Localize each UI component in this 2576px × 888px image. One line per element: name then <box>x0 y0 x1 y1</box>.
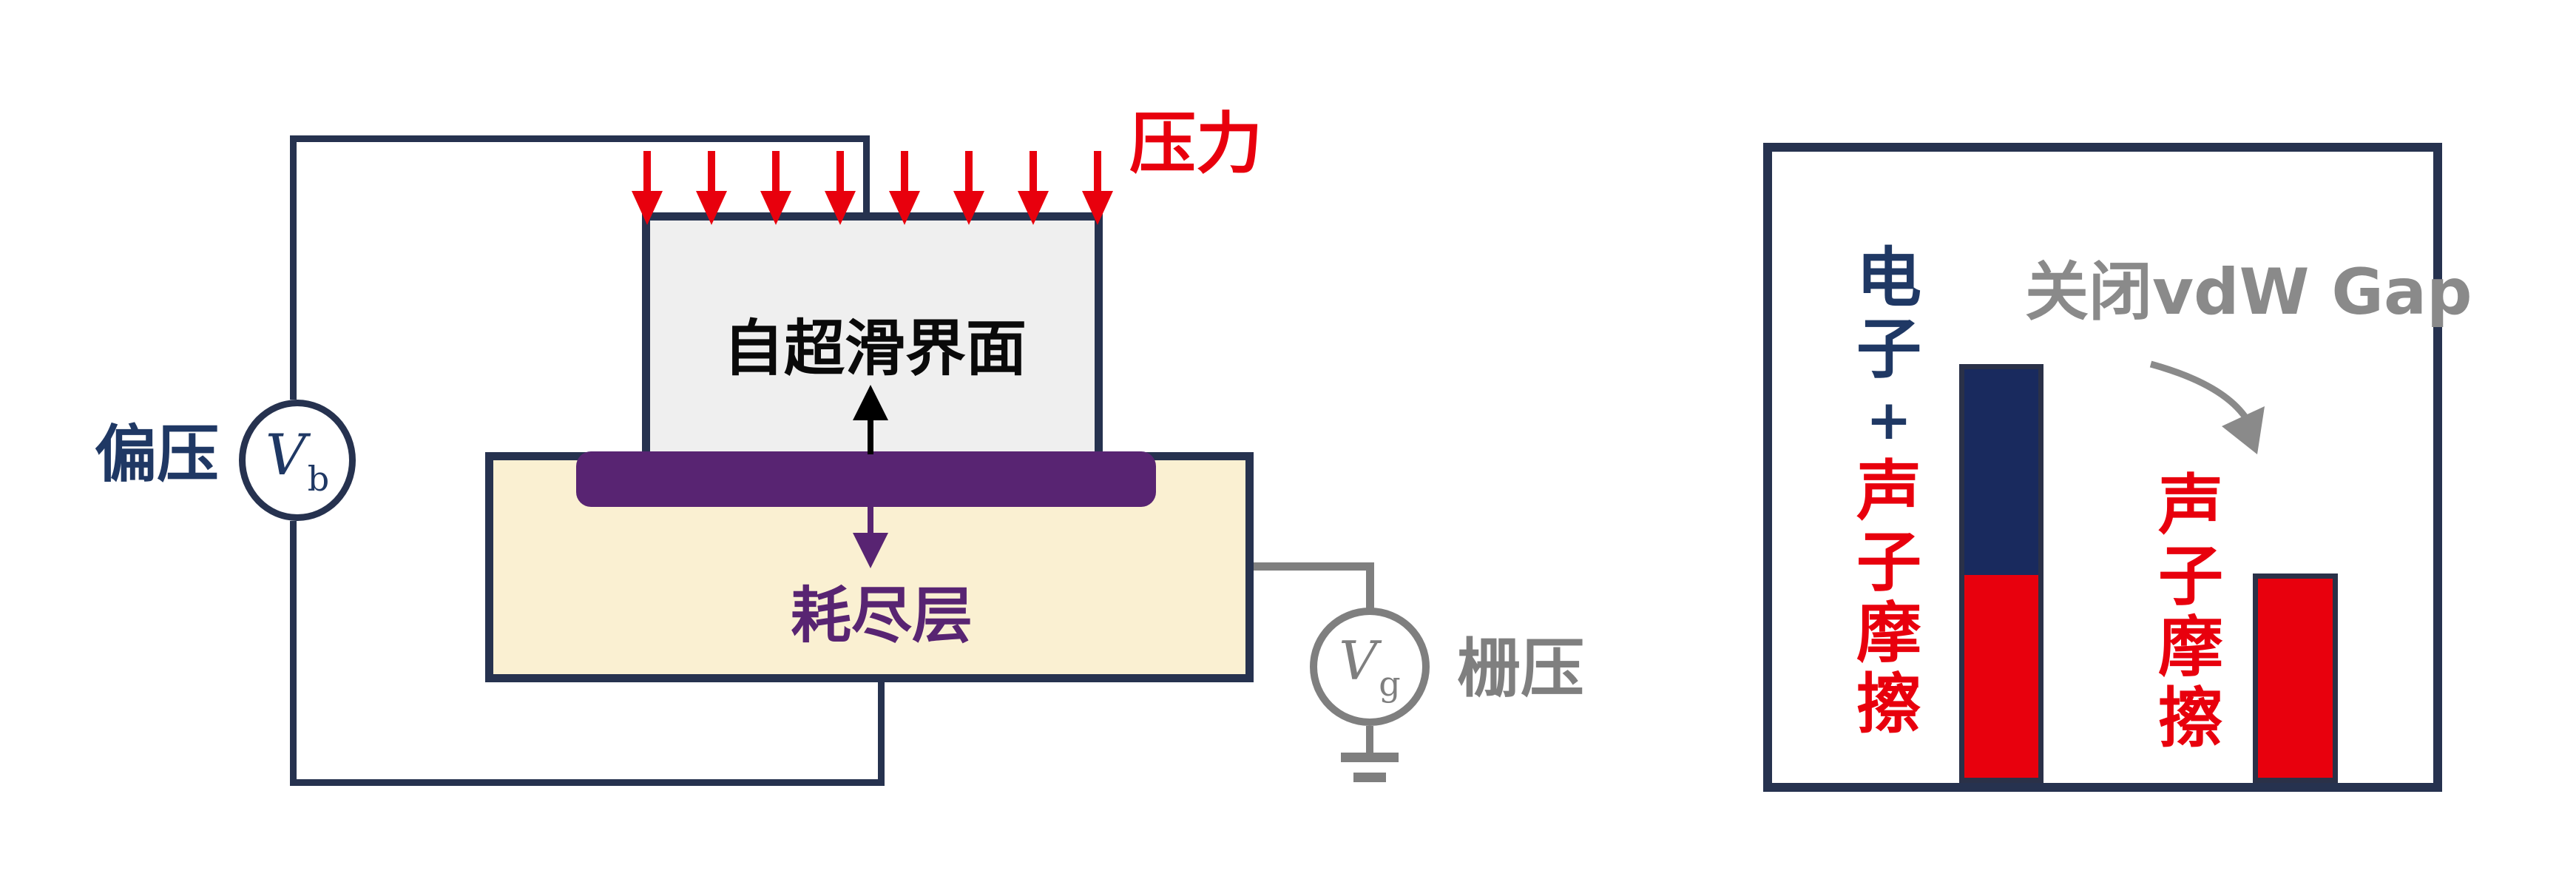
ground-bar-short-icon <box>1353 773 1386 782</box>
phonon-only-char: 摩 <box>2157 609 2223 685</box>
bias-wire-left-upper <box>290 135 297 400</box>
pressure-arrow-icon <box>696 151 727 225</box>
up-arrow-shaft <box>868 419 873 454</box>
ground-bar-long-icon <box>1341 753 1399 762</box>
up-arrow-icon <box>853 385 888 420</box>
close-vdw-gap-label: 关闭vdW Gap <box>2025 255 2472 329</box>
bias-wire-top <box>290 135 870 142</box>
pressure-arrow-icon <box>760 151 791 225</box>
phonon-only-label: 声子摩擦 <box>2157 470 2225 754</box>
pressure-arrow-icon <box>953 151 984 225</box>
gate-source-symbol: Vg <box>1339 630 1401 704</box>
pressure-arrow-icon <box>1018 151 1049 225</box>
bias-source-symbol: Vb <box>265 422 330 499</box>
close-gap-curved-arrow-icon <box>2149 360 2265 454</box>
ground-stub <box>1366 726 1373 754</box>
bias-wire-drop-to-slider <box>863 135 870 222</box>
bias-label-text: 偏压 <box>94 418 220 491</box>
pressure-arrow-icon <box>825 151 856 225</box>
friction-bar <box>1959 364 2043 783</box>
electron-plus-phonon-char: 摩 <box>1856 595 1921 671</box>
electron-plus-phonon-char: 子 <box>1856 311 1921 387</box>
electron-plus-phonon-char: 电 <box>1856 240 1921 316</box>
electron-plus-phonon-char: 声 <box>1856 453 1921 529</box>
bias-wire-rise-to-substrate <box>878 681 885 786</box>
gate-wire-horizontal <box>1254 562 1374 571</box>
bias-voltage-source: Vb <box>239 400 356 521</box>
gate-wire-vertical <box>1366 562 1374 610</box>
phonon-only-char: 擦 <box>2157 680 2223 756</box>
phonon-only-char: 声 <box>2157 467 2223 543</box>
down-arrow-icon <box>853 533 888 568</box>
bias-wire-bottom <box>290 779 885 786</box>
pressure-arrow-icon <box>889 151 920 225</box>
bias-wire-left-lower <box>290 521 297 786</box>
electron-plus-phonon-char: + <box>1865 388 1912 452</box>
friction-bar-segment <box>2258 579 2333 778</box>
friction-bar <box>2253 574 2338 783</box>
phonon-only-char: 子 <box>2157 538 2223 614</box>
pressure-arrow-icon <box>1082 151 1113 225</box>
electron-plus-phonon-char: 擦 <box>1856 666 1921 742</box>
friction-bar-segment <box>1964 369 2038 575</box>
down-arrow-shaft <box>868 506 873 534</box>
friction-bar-segment <box>1964 575 2038 778</box>
electron-plus-phonon-label: 电子+声子摩擦 <box>1855 243 1923 740</box>
electron-plus-phonon-char: 子 <box>1856 524 1921 600</box>
gate-voltage-source: Vg <box>1310 608 1430 726</box>
electrode-bar <box>576 451 1156 507</box>
pressure-arrow-icon <box>632 151 663 225</box>
